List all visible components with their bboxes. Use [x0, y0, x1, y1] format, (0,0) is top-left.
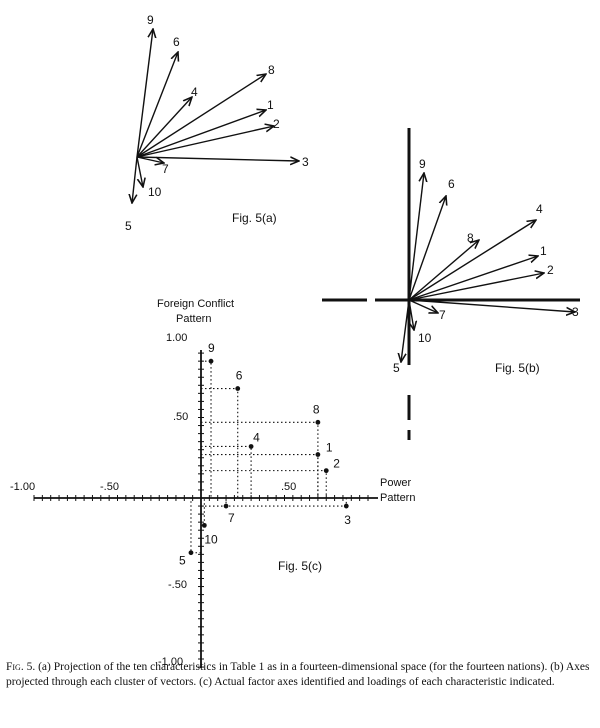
- loading-point-2: [323, 468, 329, 474]
- loading-point-3: [343, 503, 349, 509]
- loading-point-label-8: 8: [313, 402, 320, 416]
- fig-5b-label: Fig. 5(b): [495, 361, 540, 375]
- loading-point-8: [315, 419, 321, 425]
- fig-5a-vector-6: [136, 52, 178, 158]
- fig-5a-vector-label-6: 6: [173, 35, 180, 49]
- caption-figure-number: Fig. 5.: [6, 661, 36, 673]
- fig-5a-vector-label-7: 7: [162, 162, 169, 176]
- fig-5a-vector-label-10: 10: [148, 185, 162, 199]
- y-tick-label-1: 1.00: [166, 332, 187, 344]
- fig-5a-vector-label-4: 4: [191, 85, 198, 99]
- fig-5b-vector-label-5: 5: [393, 361, 400, 375]
- fig-5a-vector-label-2: 2: [273, 117, 280, 131]
- loading-point-10: [201, 522, 207, 528]
- fig-5a-vector-8: [136, 74, 266, 158]
- fig-5b-vector-7: [408, 299, 438, 313]
- fig-5b-vector-1: [408, 256, 538, 301]
- fig-5a-vector-label-8: 8: [268, 63, 275, 77]
- loading-point-label-9: 9: [208, 341, 215, 355]
- fig-5c-label: Fig. 5(c): [278, 559, 322, 573]
- projection-line-4: [201, 445, 252, 498]
- fig-5a-vector-label-5: 5: [125, 219, 132, 233]
- loading-point-1: [315, 452, 321, 457]
- fig-5b-vector-6: [408, 196, 446, 301]
- fig-5b-vector-label-8: 8: [467, 231, 474, 245]
- loading-point-label-4: 4: [253, 430, 260, 444]
- fig-5b-vector-4: [408, 220, 536, 301]
- fig-5a-vector-2: [136, 126, 274, 158]
- figure-caption: Fig. 5. (a) Projection of the ten charac…: [6, 660, 594, 690]
- x-axis-title-line2: Pattern: [380, 492, 415, 504]
- loading-point-label-2: 2: [333, 457, 340, 471]
- fig-5b-vector-label-9: 9: [419, 157, 426, 171]
- loading-point-label-6: 6: [236, 369, 243, 383]
- fig-5b-vector-diagram: 9 6 8 4 12 3 7 10 5: [322, 128, 580, 440]
- fig-5a-vector-7: [136, 156, 164, 163]
- x-tick-label-neg-050: -.50: [100, 481, 119, 493]
- fig-5b-vector-9: [408, 173, 424, 301]
- fig-5a-vector-9: [136, 29, 153, 158]
- projection-line-1: [201, 453, 319, 498]
- fig-5b-vector-label-3: 3: [572, 305, 579, 319]
- fig-5b-vector-label-6: 6: [448, 177, 455, 191]
- fig-5b-vector-10: [409, 299, 414, 330]
- fig-5c-projection-lines: [190, 360, 347, 554]
- projection-line-7: [201, 498, 227, 507]
- x-tick-label-050: .50: [281, 481, 296, 493]
- projection-line-3: [201, 498, 347, 507]
- fig-5a-vector-label-9: 9: [147, 13, 154, 27]
- fig-5b-vector-5: [401, 299, 410, 362]
- fig-5a-vector-5: [132, 156, 138, 203]
- loading-point-4: [248, 444, 254, 449]
- fig-5a-vector-10: [136, 156, 143, 187]
- fig-5b-vector-8: [408, 240, 479, 301]
- fig-5c-loadings-plot: 9 6 8 4 12 3 7 10 5: [33, 341, 378, 668]
- projection-line-6: [201, 387, 239, 498]
- fig-5a-vector-label-1: 1: [267, 98, 274, 112]
- loading-point-label-1: 1: [326, 441, 333, 455]
- fig-5b-vector-2: [408, 273, 544, 301]
- x-axis-title-line1: Power: [380, 477, 412, 489]
- loading-point-5: [188, 550, 194, 556]
- fig-5c-points: 9 6 8 4 12 3 7 10 5: [179, 341, 351, 568]
- projection-line-2: [201, 470, 327, 498]
- y-tick-label-050: .50: [173, 411, 188, 423]
- y-axis-title-line1: Foreign Conflict: [157, 298, 234, 310]
- fig-5b-vector-3: [408, 299, 575, 312]
- fig-5a-label: Fig. 5(a): [232, 211, 277, 225]
- fig-5c-ticks: [33, 352, 369, 668]
- loading-point-7: [223, 503, 229, 509]
- y-tick-label-neg-1: -1.00: [158, 656, 183, 668]
- fig-5b-vector-label-10: 10: [418, 331, 432, 345]
- fig-5a-vector-1: [136, 110, 266, 158]
- y-tick-label-neg-050: -.50: [168, 579, 187, 591]
- fig-5b-vector-label-4: 4: [536, 202, 543, 216]
- caption-text: (a) Projection of the ten characteristic…: [6, 661, 590, 688]
- fig-5a-vector-label-3: 3: [302, 155, 309, 169]
- fig-5b-vector-label-2: 2: [547, 263, 554, 277]
- fig-5a-vector-4: [136, 97, 192, 158]
- loading-point-label-5: 5: [179, 554, 186, 568]
- loading-point-label-3: 3: [344, 513, 351, 527]
- fig-5a-vector-3: [136, 157, 299, 161]
- fig-5b-vector-label-7: 7: [439, 308, 446, 322]
- loading-point-label-7: 7: [228, 511, 235, 525]
- fig-5b-vector-label-1: 1: [540, 244, 547, 258]
- projection-line-9: [201, 360, 212, 498]
- loading-point-6: [235, 386, 241, 391]
- y-axis-title-line2: Pattern: [176, 313, 211, 325]
- x-tick-label-neg-1: -1.00: [10, 481, 35, 493]
- loading-point-label-10: 10: [204, 532, 218, 546]
- loading-point-9: [208, 358, 214, 364]
- fig-5a-vector-diagram: 9 6 8 4 1 2 3 710 5: [125, 13, 309, 233]
